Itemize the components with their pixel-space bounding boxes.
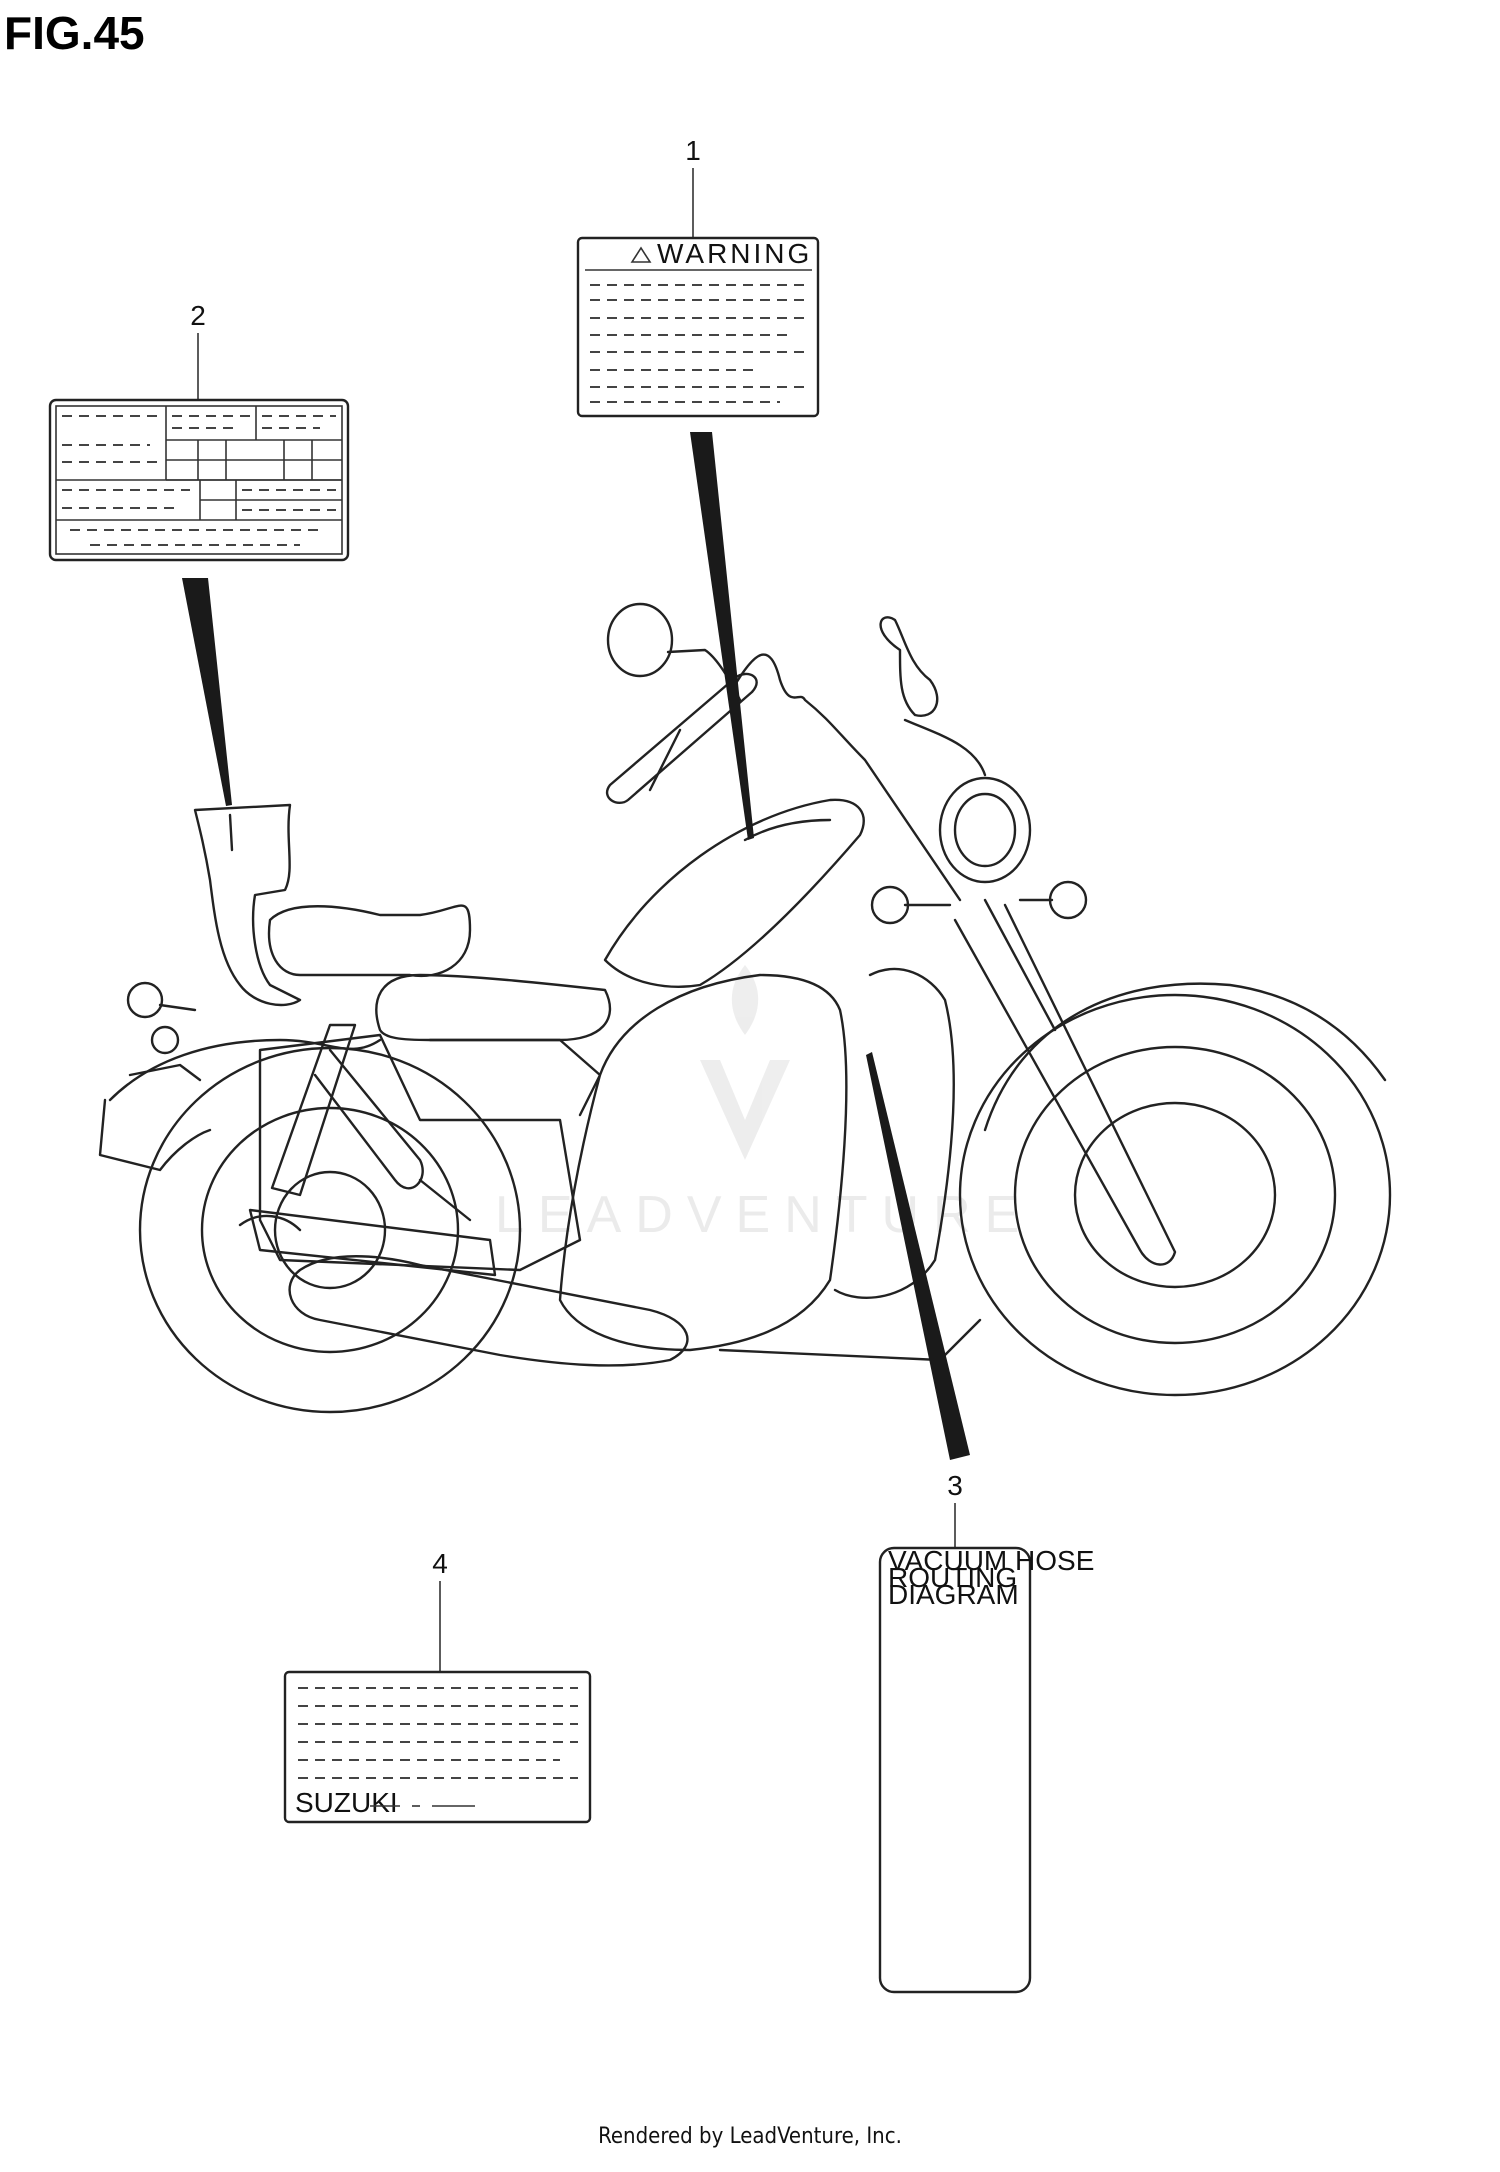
leader-line-2 <box>182 578 232 806</box>
callout-4: 4 SUZUKI <box>283 1548 592 1824</box>
watermark-text: LEADVENTURE <box>495 1186 1033 1244</box>
warning-label-title: WARNING <box>657 238 812 269</box>
leader-line-1 <box>690 432 754 840</box>
callout-number-4: 4 <box>432 1548 448 1579</box>
suzuki-info-label[interactable]: SUZUKI <box>283 1670 592 1824</box>
warning-label[interactable]: WARNING <box>576 236 820 418</box>
watermark-logo: LEADVENTURE <box>495 965 1033 1244</box>
callout-number-2: 2 <box>190 300 206 331</box>
front-wheel <box>958 993 1392 1397</box>
callout-3: 3 VACUUM HOSE ROUTING DIAGRAM <box>878 1470 1094 1994</box>
leader-lines <box>182 432 970 1460</box>
suzuki-label-brand: SUZUKI <box>295 1787 398 1818</box>
specification-label[interactable] <box>48 398 350 562</box>
rear-wheel <box>138 1046 522 1414</box>
callout-number-3: 3 <box>947 1470 963 1501</box>
footer-credit: Rendered by LeadVenture, Inc. <box>598 2124 902 2149</box>
figure-title: FIG.45 <box>4 7 145 59</box>
motorcycle-outline <box>98 602 1392 1414</box>
vacuum-label-line-3: DIAGRAM <box>888 1579 1019 1610</box>
vacuum-label-line-1: VACUUM HOSE <box>888 1545 1094 1576</box>
callout-number-1: 1 <box>685 135 701 166</box>
vacuum-label-line-2: ROUTING <box>888 1562 1017 1593</box>
vacuum-hose-routing-label[interactable]: VACUUM HOSE ROUTING DIAGRAM <box>878 1545 1094 1994</box>
leader-line-3 <box>866 1052 970 1460</box>
callout-1: 1 WARNING <box>576 135 820 418</box>
callout-2: 2 <box>48 300 350 562</box>
